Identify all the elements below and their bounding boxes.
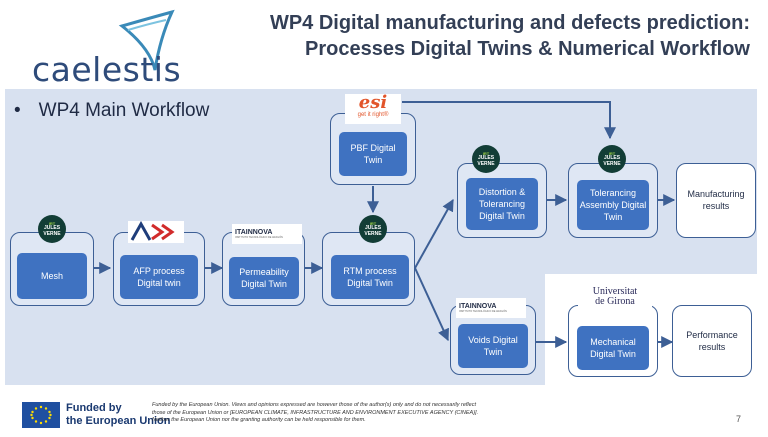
eu-funding-text: Funded by the European Union	[66, 402, 171, 427]
node-rtm[interactable]: RTM process Digital Twin	[322, 232, 415, 306]
node-distortion-label: Distortion & Tolerancing Digital Twin	[466, 178, 538, 230]
node-mesh-label: Mesh	[17, 253, 87, 299]
node-mechanical-label: Mechanical Digital Twin	[577, 326, 649, 370]
bullet-heading: • WP4 Main Workflow	[14, 100, 209, 122]
caelestis-swoosh-icon	[118, 9, 175, 71]
eu-flag-icon	[22, 402, 60, 428]
bullet-dot: •	[14, 100, 21, 121]
jules-verne-logo: IRT JULES VERNE	[38, 215, 66, 243]
jules-verne-logo: IRT JULES VERNE	[472, 145, 500, 173]
universitat-de-girona-logo: Universitat de Girona	[578, 287, 652, 311]
node-permeability[interactable]: Permeability Digital Twin	[222, 232, 305, 306]
esi-logo: esi get it right®	[345, 94, 401, 124]
title-line-1: WP4 Digital manufacturing and defects pr…	[269, 12, 750, 34]
node-manufacturing-label: Manufacturing results	[687, 189, 745, 211]
bullet-text: WP4 Main Workflow	[38, 100, 210, 121]
logo-text: caelestis	[32, 50, 182, 89]
node-pbf[interactable]: PBF Digital Twin	[330, 113, 416, 185]
afp-company-logo	[128, 221, 184, 243]
page-number: 7	[736, 414, 742, 424]
node-performance-label: Performance results	[686, 330, 738, 352]
node-manufacturing-results[interactable]: Manufacturing results	[676, 163, 756, 238]
eu-disclaimer: Funded by the European Union. Views and …	[152, 402, 479, 423]
node-voids-label: Voids Digital Twin	[458, 324, 528, 368]
caelestis-logo: caelestis	[10, 8, 190, 89]
itainnova-logo: ITAINNOVA INSTITUTO TECNOLÓGICO DE ARAGÓ…	[232, 224, 302, 244]
node-tolerancing-label: Tolerancing Assembly Digital Twin	[577, 180, 649, 230]
jules-verne-logo: IRT JULES VERNE	[598, 145, 626, 173]
node-performance-results[interactable]: Performance results	[672, 305, 752, 377]
node-afp-label: AFP process Digital twin	[120, 255, 198, 299]
node-rtm-label: RTM process Digital Twin	[331, 255, 409, 299]
node-pbf-label: PBF Digital Twin	[339, 132, 407, 176]
slide-title: WP4 Digital manufacturing and defects pr…	[190, 10, 750, 62]
node-distortion[interactable]: Distortion & Tolerancing Digital Twin	[457, 163, 547, 238]
itainnova-logo: ITAINNOVA INSTITUTO TECNOLÓGICO DE ARAGÓ…	[456, 298, 526, 318]
node-mechanical[interactable]: Mechanical Digital Twin	[568, 305, 658, 377]
node-tolerancing[interactable]: Tolerancing Assembly Digital Twin	[568, 163, 658, 238]
title-line-2: Processes Digital Twins & Numerical Work…	[305, 38, 750, 60]
node-mesh[interactable]: Mesh	[10, 232, 94, 306]
jules-verne-logo: IRT JULES VERNE	[359, 215, 387, 243]
node-afp[interactable]: AFP process Digital twin	[113, 232, 205, 306]
node-permeability-label: Permeability Digital Twin	[229, 257, 299, 299]
